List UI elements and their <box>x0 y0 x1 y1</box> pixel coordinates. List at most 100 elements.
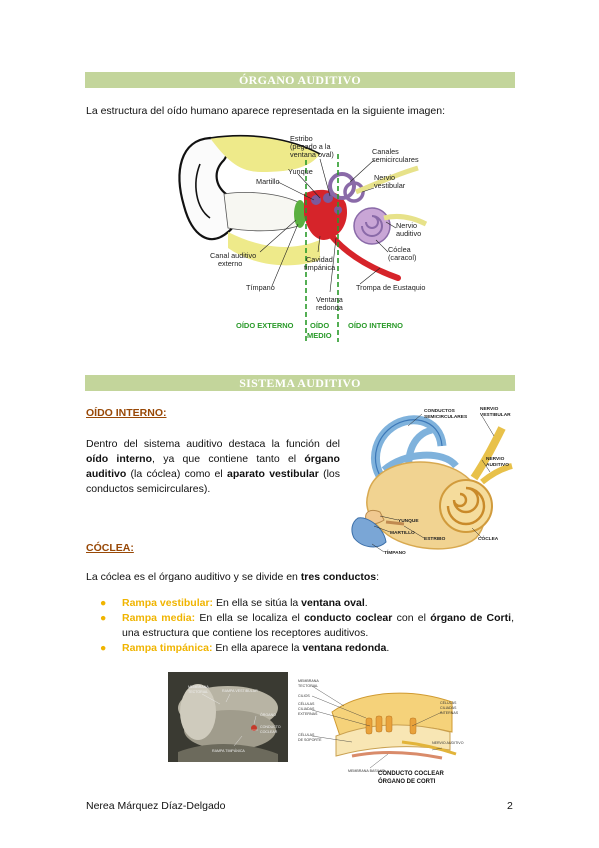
label-trompa: Trompa de Eustaquio <box>356 283 426 292</box>
draw-label-cilios: CILIOS <box>298 694 310 698</box>
text-run: Dentro del sistema auditivo destaca la f… <box>86 438 340 450</box>
label-timpano: TÍMPANO <box>384 548 406 556</box>
heading-coclea: CÓCLEA: <box>86 542 134 554</box>
list-item-rampa-timpanica: ●Rampa timpánica: En ella aparece la ven… <box>86 641 514 656</box>
ear-canal <box>223 192 299 232</box>
text-run: La cóclea es el órgano auditivo y se div… <box>86 571 301 583</box>
label-martillo: Martillo <box>256 177 280 186</box>
draw-label-soporte-2: DE SOPORTE <box>298 738 322 742</box>
label-canal-auditivo: Canal auditivo <box>210 251 256 260</box>
draw-label-membrana: MEMBRANA <box>298 679 319 683</box>
text-run: , ya que contiene tanto el <box>152 453 305 465</box>
section-banner-organo-auditivo: ÓRGANO AUDITIVO <box>85 72 515 88</box>
semicircular-canals <box>328 172 356 200</box>
draw-label-ext: CÉLULAS <box>298 701 315 706</box>
draw-label-int: CÉLULAS <box>440 700 457 705</box>
label-estribo-3: ventana oval) <box>290 150 334 159</box>
ear-anatomy-diagram: Estribo (pegado a la ventana oval) Yunqu… <box>178 134 428 342</box>
photo-label-rampa-timpanica: RAMPA TIMPÁNICA <box>212 749 245 753</box>
bone-upper <box>210 135 320 172</box>
label-ventana-2: redonda <box>316 303 344 312</box>
label-nervio-auditivo-2: AUDITIVO <box>486 462 509 468</box>
bold-run: tres conductos <box>300 571 377 583</box>
draw-label-nervio: NERVIO AUDITIVO <box>432 741 464 745</box>
heading-oido-interno: OÍDO INTERNO: <box>86 407 167 419</box>
bold-run: aparato vestibular <box>227 468 319 480</box>
label-coclea: Cóclea <box>388 245 412 254</box>
section-title: SISTEMA AUDITIVO <box>239 376 361 390</box>
section-title: ÓRGANO AUDITIVO <box>239 73 361 87</box>
label-estribo: Estribo <box>290 134 313 143</box>
photo-label-rampa-vestibular: RAMPA VESTIBULAR <box>222 689 258 693</box>
eardrum-shape <box>294 200 306 228</box>
label-timpano: Tímpano <box>246 283 275 292</box>
rampas-list: ● Rampa vestibular: En ella se sitúa la v… <box>86 596 514 656</box>
basilar-membrane <box>351 750 443 760</box>
label-coclea-2: (caracol) <box>388 253 416 262</box>
corti-caption: CONDUCTO COCLEAR ÓRGANO DE CORTI <box>378 770 444 786</box>
label-coclea: CÓCLEA <box>478 534 499 542</box>
label-estribo: ESTRIBO <box>424 536 446 542</box>
list-item-rampa-media: ● Rampa media: En ella se localiza el con… <box>86 611 514 641</box>
label-nervio-vestibular: NERVIO <box>480 406 499 412</box>
text-run: En ella aparece la <box>212 642 303 654</box>
label-conductos-2: SEMICIRCULARES <box>424 414 468 420</box>
bullet-icon: ● <box>100 612 107 624</box>
label-ventana: Ventana <box>316 295 344 304</box>
term: Rampa vestibular: <box>122 597 214 609</box>
label-oido-medio-2: MEDIO <box>307 331 332 340</box>
text-run: En ella se sitúa la <box>213 597 302 609</box>
auditory-nerve-fibers <box>401 740 457 756</box>
list-item-rampa-vestibular: ● Rampa vestibular: En ella se sitúa la v… <box>86 596 514 611</box>
bold-run: órgano auditivo <box>86 453 340 480</box>
text-run: con el <box>392 612 431 624</box>
label-oido-medio: OÍDO <box>310 321 329 330</box>
label-oido-externo: OÍDO EXTERNO <box>236 321 294 330</box>
draw-label-membrana-2: TECTORIAL <box>298 684 318 688</box>
bullet-icon: ● <box>100 642 107 654</box>
label-conductos: CONDUCTOS <box>424 408 456 414</box>
bold-run: ventana redonda <box>302 642 387 654</box>
draw-label-int-2: CILIADAS <box>440 706 457 710</box>
cochlea-photo: MEMBRANA TECTORIAL RAMPA VESTIBULAR ÓRGA… <box>168 672 288 762</box>
text-run: . <box>386 642 390 654</box>
draw-label-basilar: MEMBRANA BASILAR <box>348 769 385 773</box>
inner-ear-illustration: CONDUCTOS SEMICIRCULARES NERVIO VESTIBUL… <box>344 400 516 558</box>
caption-line: ÓRGANO DE CORTI <box>378 779 436 785</box>
label-yunque: Yunque <box>288 167 313 176</box>
bullet-icon: ● <box>100 597 107 609</box>
coclea-intro: La cóclea es el órgano auditivo y se div… <box>86 570 379 584</box>
term: Rampa media: <box>122 612 196 624</box>
eustachian-tube <box>327 231 401 281</box>
photo-label-conducto-2: COCLEAR <box>260 730 278 734</box>
caption-line: CONDUCTO COCLEAR <box>378 771 444 777</box>
text-run: (los conductos semicirculares). <box>86 468 341 495</box>
draw-label-int-3: INTERNAS <box>440 711 459 715</box>
label-martillo: MARTILLO <box>390 530 415 536</box>
label-cavidad-2: timpánica <box>304 263 336 272</box>
photo-label-membrana: MEMBRANA <box>188 685 209 689</box>
bold-run: oído interno <box>86 453 153 465</box>
text-run: , una estructura que contiene los recept… <box>122 612 514 639</box>
paragraph-oido-interno: Dentro del sistema auditivo destaca la f… <box>86 437 340 497</box>
section-banner-sistema-auditivo: SISTEMA AUDITIVO <box>85 375 515 391</box>
text-run: En ella se localiza el <box>195 612 305 624</box>
label-estribo-2: (pegado a la <box>290 142 332 151</box>
intro-text: La estructura del oído humano aparece re… <box>86 105 445 117</box>
label-nervio-auditivo: NERVIO <box>486 456 505 462</box>
cochlea-shape <box>353 207 391 245</box>
draw-label-soporte: CÉLULAS <box>298 732 315 737</box>
photo-label-organo: ÓRGANO <box>260 712 276 717</box>
photo-label-membrana-2: TECTORIAL <box>188 690 208 694</box>
label-canales-2: semicirculares <box>372 155 419 164</box>
label-canales: Canales <box>372 147 399 156</box>
label-cavidad: Cavidad <box>306 255 333 264</box>
label-nervio-vestibular-2: vestibular <box>374 181 406 190</box>
bone-lower <box>228 232 320 266</box>
label-nervio-vestibular: Nervio <box>374 173 395 182</box>
label-nervio-auditivo-2: auditivo <box>396 229 421 238</box>
label-nervio-auditivo: Nervio <box>396 221 417 230</box>
text-run: . <box>364 597 368 609</box>
label-nervio-vestibular-2: VESTIBULAR <box>480 412 511 418</box>
bold-run: ventana oval <box>301 597 365 609</box>
